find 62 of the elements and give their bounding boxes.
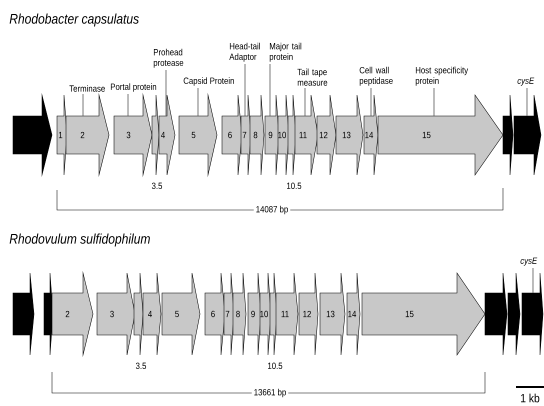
gene-block: 4 xyxy=(142,272,162,356)
gene-block: 3 xyxy=(96,272,136,356)
leader-line xyxy=(244,64,246,116)
gene-label: 10.5 xyxy=(287,182,302,189)
gene-block: 2 xyxy=(52,270,94,358)
species-name: Rhodobacter capsulatus xyxy=(10,13,139,27)
gene-block: 15 xyxy=(362,272,486,356)
gene-block: 8 xyxy=(232,272,246,356)
gene-name: Prohead protease xyxy=(154,48,184,68)
gene-block xyxy=(44,272,54,356)
gene-name: Terminase xyxy=(69,85,105,92)
gene-block: 11 xyxy=(276,272,298,356)
gene-name: Major tail protein xyxy=(270,42,302,62)
gene-name: Tail tape measure xyxy=(297,68,328,86)
gene-block xyxy=(514,94,542,176)
gene-name: Head-tail Adaptor xyxy=(229,42,260,62)
gene-label: 10.5 xyxy=(268,362,282,369)
gene-block: 3 xyxy=(114,92,152,178)
gene-label: 3.5 xyxy=(152,182,162,189)
gene-block: 14 xyxy=(364,94,378,176)
gene-block xyxy=(484,272,508,356)
gene-block xyxy=(522,272,544,356)
gene-name: cysE xyxy=(518,78,534,86)
gene-block: 12 xyxy=(316,94,336,176)
gene-block xyxy=(508,272,520,356)
leader-line xyxy=(526,88,528,116)
gene-name: Portal protein xyxy=(110,83,156,92)
gene-block xyxy=(12,92,52,178)
gene-name: Cell wall peptidase xyxy=(360,66,393,86)
gene-block: 14 xyxy=(346,272,360,356)
gene-block: 5 xyxy=(178,92,218,178)
gene-block: 2 xyxy=(66,92,110,178)
gene-block: 4 xyxy=(158,94,176,176)
scale-label: 1 kb xyxy=(521,394,540,402)
gene-block: 1 xyxy=(56,94,68,176)
dimension-label: 14087 bp xyxy=(254,204,290,216)
gene-block: 6 xyxy=(222,94,242,176)
gene-block: 13 xyxy=(320,272,346,356)
gene-name: cysE xyxy=(520,258,538,266)
gene-block: 8 xyxy=(250,94,264,176)
gene-block xyxy=(502,94,514,176)
gene-block: 7 xyxy=(224,272,234,356)
gene-name: Capsid Protein xyxy=(184,77,234,86)
gene-block: 15 xyxy=(378,94,504,176)
gene-label: 3.5 xyxy=(136,362,146,369)
gene-block: 10 xyxy=(260,272,272,356)
gene-block xyxy=(12,272,34,356)
gene-block: 9 xyxy=(248,272,262,356)
gene-block: 7 xyxy=(240,94,252,176)
gene-block: 13 xyxy=(336,94,364,176)
gene-block: 11 xyxy=(294,94,318,176)
species-name: Rhodovulum sulfidophilum xyxy=(10,233,150,247)
dimension-label: 13661 bp xyxy=(252,386,288,400)
leader-line xyxy=(82,94,84,116)
gene-block: 12 xyxy=(298,272,318,356)
leader-line xyxy=(532,268,534,293)
gene-block: 10 xyxy=(278,94,290,176)
gene-block: 9 xyxy=(264,94,280,176)
gene-block: 5 xyxy=(162,272,200,356)
gene-block: 6 xyxy=(204,272,226,356)
leader-line xyxy=(370,88,372,116)
gene-name: Host specificity protein xyxy=(416,66,468,86)
